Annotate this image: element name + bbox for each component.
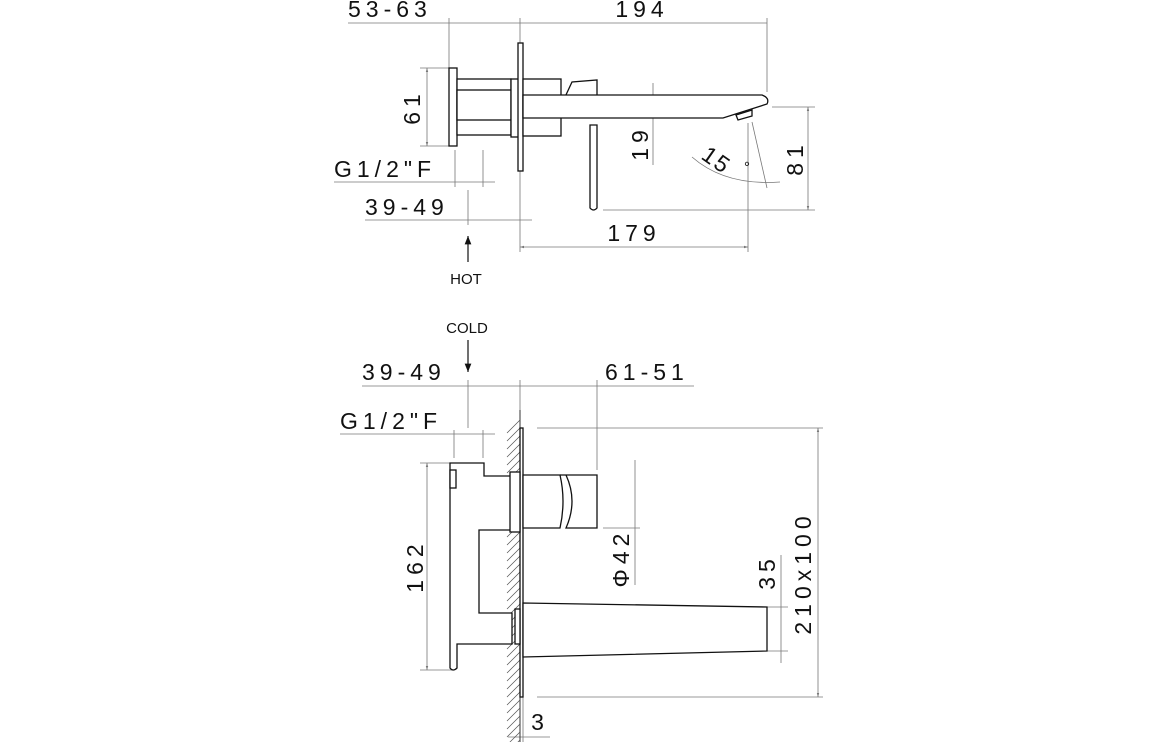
hatch-line bbox=[506, 595, 521, 610]
hatch-line bbox=[506, 531, 521, 546]
dim-body-height-front: 162 bbox=[402, 539, 428, 592]
hatch-line bbox=[506, 707, 521, 722]
hatch-line bbox=[506, 443, 521, 458]
cold-label: COLD bbox=[446, 320, 488, 337]
dim-inlet-offset-front: 39-49 bbox=[362, 359, 446, 385]
hatch-line bbox=[506, 723, 521, 738]
hatch-line bbox=[506, 587, 521, 602]
hatch-line bbox=[506, 667, 521, 682]
valve-body bbox=[448, 67, 458, 147]
hatch-line bbox=[506, 539, 521, 554]
hatch-line bbox=[506, 451, 521, 466]
top-view: 53-63 194 61 G1/2"F 39-49 19 15 ° 81 179… bbox=[334, 0, 815, 288]
dim-total-projection: 194 bbox=[615, 0, 668, 22]
hatch-line bbox=[509, 731, 521, 742]
dim-thread-front: G1/2"F bbox=[340, 408, 442, 434]
hatch-line bbox=[506, 683, 521, 698]
dim-body-height: 61 bbox=[399, 89, 425, 125]
handle-front[interactable] bbox=[560, 474, 598, 529]
valve-body-front bbox=[449, 462, 513, 671]
dim-handle-projection: 61-51 bbox=[605, 359, 689, 385]
wall-plate-front bbox=[519, 427, 524, 698]
hot-label: HOT bbox=[450, 271, 482, 288]
lever-handle[interactable] bbox=[589, 124, 598, 211]
hatch-line bbox=[506, 435, 521, 450]
dim-inlet-depth: 53-63 bbox=[348, 0, 432, 22]
dim-plate-thickness: 3 bbox=[531, 709, 549, 735]
spout-front bbox=[522, 602, 768, 658]
dim-spout-height-front: 35 bbox=[754, 554, 780, 590]
dim-spout-reach: 179 bbox=[607, 220, 660, 246]
angle-arc bbox=[691, 156, 781, 183]
wall-hatching bbox=[506, 410, 521, 742]
hatch-line bbox=[506, 563, 521, 578]
hatch-line bbox=[506, 651, 521, 666]
hatch-line bbox=[506, 675, 521, 690]
dim-spout-height: 19 bbox=[627, 125, 653, 161]
hatch-line bbox=[506, 643, 521, 658]
hatch-line bbox=[506, 659, 521, 674]
hatch-line bbox=[506, 427, 521, 442]
handle-cartridge bbox=[522, 474, 564, 529]
dim-plate-size: 210x100 bbox=[790, 511, 816, 634]
hatch-line bbox=[506, 579, 521, 594]
hatch-line bbox=[506, 691, 521, 706]
hatch-line bbox=[506, 699, 521, 714]
hatch-line bbox=[506, 555, 521, 570]
hatch-line bbox=[506, 571, 521, 586]
hatch-line bbox=[506, 715, 521, 730]
front-view: COLD 39-49 6 bbox=[340, 320, 823, 742]
dim-spout-drop: 81 bbox=[782, 140, 808, 176]
spout bbox=[522, 94, 769, 119]
hatch-line bbox=[506, 547, 521, 562]
dim-inlet-offset: 39-49 bbox=[365, 194, 449, 220]
hatch-line bbox=[506, 459, 521, 474]
wall-plate bbox=[517, 42, 524, 172]
dim-thread: G1/2"F bbox=[334, 156, 436, 182]
hatch-line bbox=[506, 419, 521, 434]
dim-angle: 15 bbox=[697, 141, 736, 179]
dim-handle-diameter: Φ42 bbox=[608, 529, 634, 588]
degree-symbol: ° bbox=[744, 159, 750, 176]
